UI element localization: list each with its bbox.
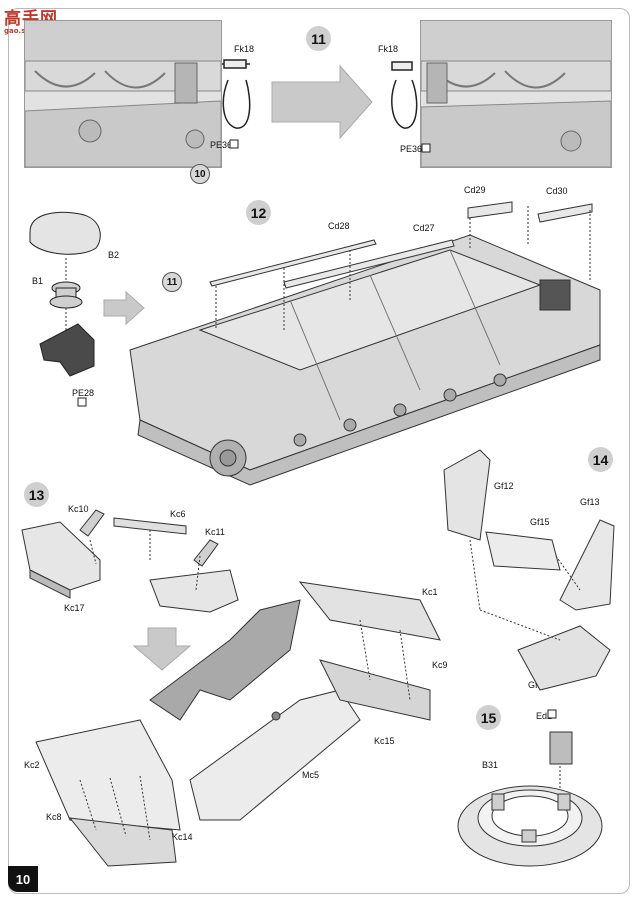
label-kc17: Kc17 <box>64 603 85 613</box>
step-11-marker: 11 <box>306 26 331 51</box>
label-cd29: Cd29 <box>464 185 486 195</box>
kc11-part <box>193 539 219 567</box>
label-gf12: Gf12 <box>494 481 514 491</box>
label-gf3: Gf3 <box>528 680 543 690</box>
step-13-marker: 13 <box>24 482 49 507</box>
label-kc11: Kc11 <box>205 527 225 537</box>
label-kc8: Kc8 <box>46 812 62 822</box>
hull-body <box>129 234 601 486</box>
kc10-part <box>79 509 105 537</box>
gf12-part <box>443 449 491 541</box>
kc-bracket-dark <box>149 599 301 721</box>
kc6-part <box>113 517 187 535</box>
label-kc2: Kc2 <box>24 760 40 770</box>
label-mc5: Mc5 <box>302 770 320 780</box>
gf13-part <box>559 519 615 611</box>
label-kc9: Kc9 <box>432 660 448 670</box>
step11-after-photo <box>420 20 612 168</box>
plastic-icon <box>547 709 557 719</box>
step-12-marker: 12 <box>246 200 271 225</box>
label-pe36-right: PE36 <box>400 144 423 154</box>
b31-hatch-ring <box>457 785 603 867</box>
step12-direction-arrow <box>103 290 145 326</box>
label-fk18-left: Fk18 <box>234 44 255 54</box>
step13-guide-lines <box>79 530 411 841</box>
label-b2: B2 <box>108 250 120 260</box>
b1-fitting <box>49 281 83 309</box>
step12-guide-lines <box>215 206 591 330</box>
kc1-top-plate <box>298 581 441 641</box>
label-cd30: Cd30 <box>546 186 568 196</box>
step14-guide-lines <box>469 539 581 641</box>
step11-before-photo <box>24 20 222 168</box>
mc5-side-panel <box>189 689 361 821</box>
label-gf13: Gf13 <box>580 497 600 507</box>
kc14-plate <box>68 817 177 867</box>
label-cd28: Cd28 <box>328 221 350 231</box>
hull-rear-drawing-left <box>25 21 221 167</box>
label-pe28: PE28 <box>72 388 95 398</box>
label-gf15: Gf15 <box>530 517 550 527</box>
cd-strips <box>209 201 593 289</box>
label-b31: B31 <box>482 760 499 770</box>
label-ed2: Ed2 <box>536 711 553 721</box>
step11-direction-arrow <box>271 64 373 140</box>
label-pe36-left: PE36 <box>210 140 233 150</box>
kc2-panel <box>35 719 181 831</box>
b2-cover <box>29 211 101 255</box>
pe36-handle-right <box>391 61 418 129</box>
label-kc10: Kc10 <box>68 504 89 514</box>
label-kc14: Kc14 <box>172 832 193 842</box>
pe28-bracket <box>39 323 95 377</box>
label-cd27: Cd27 <box>413 223 435 233</box>
pe36-handle-left <box>222 59 251 129</box>
photo-etch-icon <box>77 139 431 407</box>
label-kc1: Kc1 <box>422 587 438 597</box>
label-fk18-right: Fk18 <box>378 44 399 54</box>
step-10-marker: 10 <box>190 164 210 184</box>
page-number: 10 <box>8 866 38 892</box>
hull-rear-drawing-right <box>421 21 611 167</box>
step13-down-arrow <box>132 627 192 671</box>
kc17-part <box>21 521 101 599</box>
step-15-marker: 15 <box>476 705 501 730</box>
step-14-marker: 14 <box>588 447 613 472</box>
label-kc15: Kc15 <box>374 736 395 746</box>
gf15-part <box>485 531 561 571</box>
step-11-reference-marker: 11 <box>162 272 182 292</box>
ed2-part <box>549 731 573 765</box>
label-b1: B1 <box>32 276 44 286</box>
gf3-part <box>517 625 611 691</box>
kc-right-base <box>149 569 239 613</box>
kc15-bottom-plate <box>319 659 431 721</box>
label-kc6: Kc6 <box>170 509 186 519</box>
